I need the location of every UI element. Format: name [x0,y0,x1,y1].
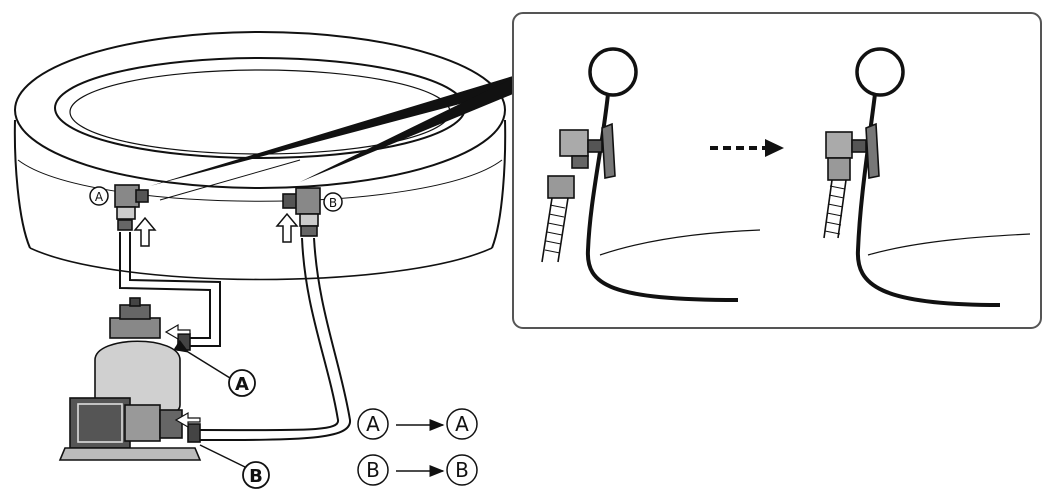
callout-wedge [150,76,513,201]
flow-arrow-icon [275,212,299,243]
detail-step-after [823,47,1031,307]
valve-b [282,187,321,237]
detail-panel [512,12,1042,329]
valve-b-label: B [323,192,343,212]
legend-row-b: B B [357,454,478,486]
flow-arrow-icon [164,323,201,429]
flow-arrow-icon [133,216,157,247]
pump-b-callout: B [199,444,270,489]
valve-a [114,184,149,231]
pump-a-label-text: A [235,374,249,395]
legend-row-a: A A [357,408,478,440]
pump-b-label-text: B [249,466,263,487]
legend-a-to: A [455,412,469,436]
detail-panel-frame [512,12,1042,329]
legend-b-from: B [366,458,380,482]
valve-b-label-text: B [329,196,337,210]
dashed-arrow-icon [710,139,784,157]
pool-wall-bulge [17,159,503,202]
hose-b [199,237,352,441]
sand-filter-pump [58,297,202,461]
hose-a [119,232,221,347]
detail-step-before [541,47,761,302]
pool-bottom-edge [29,247,493,281]
pump-a-callout: A [173,339,256,397]
valve-a-label: A [89,186,109,206]
legend-a-from: A [366,412,380,436]
pool-wall-right [491,119,507,249]
legend: A A B B [357,408,478,486]
pool-wall-left [13,119,31,249]
valve-a-label-text: A [95,190,104,204]
legend-b-to: B [455,458,469,482]
